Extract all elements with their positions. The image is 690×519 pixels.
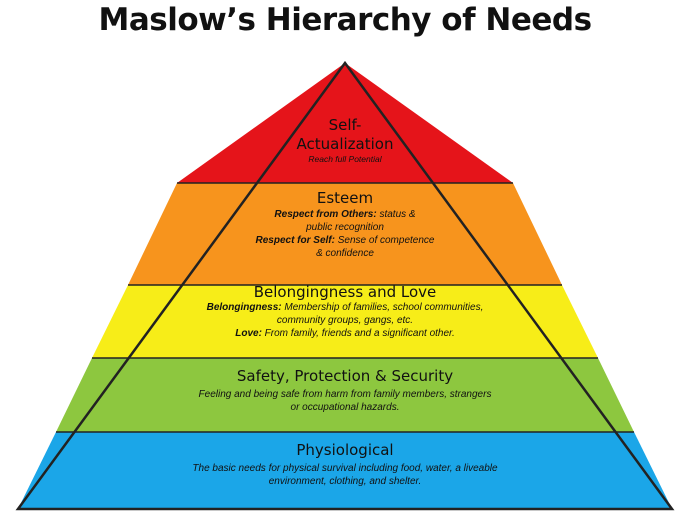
tier-self-actualization-subtitle: Reach full Potential	[308, 154, 382, 164]
tier-belonging: Belongingness and Love Belongingness: Me…	[150, 284, 540, 340]
tier-belonging-line-1: Belongingness: Membership of families, s…	[206, 302, 484, 313]
tier-esteem-line-2: public recognition	[306, 222, 384, 233]
tier-physiological: Physiological The basic needs for physic…	[90, 442, 600, 488]
pyramid-outline	[15, 60, 675, 511]
tier-physiological-line-1: The basic needs for physical survival in…	[192, 463, 498, 474]
tier-safety-line-2: or occupational hazards.	[290, 402, 400, 413]
tier-esteem-title: Esteem	[316, 189, 374, 207]
tier-safety-band	[56, 358, 634, 432]
tier-self-actualization: Self- Actualization Reach full Potential	[270, 116, 420, 165]
tier-self-actualization-title-1: Self-	[328, 116, 362, 134]
tier-self-actualization-band	[177, 63, 513, 183]
tier-safety-line-1: Feeling and being safe from harm from fa…	[198, 389, 492, 400]
tier-esteem-line-3: Respect for Self: Sense of competence	[255, 235, 435, 246]
tier-esteem-band	[128, 183, 562, 285]
tier-esteem: Esteem Respect from Others: status & pub…	[215, 190, 475, 260]
tier-belonging-title: Belongingness and Love	[253, 283, 437, 301]
tier-belonging-line-3: Love: From family, friends and a signifi…	[235, 328, 455, 339]
tier-physiological-title: Physiological	[296, 441, 394, 459]
tier-physiological-line-2: environment, clothing, and shelter.	[268, 476, 422, 487]
tier-self-actualization-title-2: Actualization	[296, 135, 394, 153]
diagram-title: Maslow’s Hierarchy of Needs	[98, 2, 592, 38]
tier-safety-title: Safety, Protection & Security	[236, 367, 454, 385]
tier-belonging-line-2: community groups, gangs, etc.	[276, 315, 414, 326]
tier-physiological-band	[18, 432, 672, 509]
tier-safety: Safety, Protection & Security Feeling an…	[120, 368, 570, 414]
tier-esteem-line-4: & confidence	[316, 248, 374, 259]
tier-esteem-line-1: Respect from Others: status &	[274, 209, 416, 220]
tier-belonging-band	[92, 285, 598, 358]
tier-dividers	[56, 182, 634, 433]
